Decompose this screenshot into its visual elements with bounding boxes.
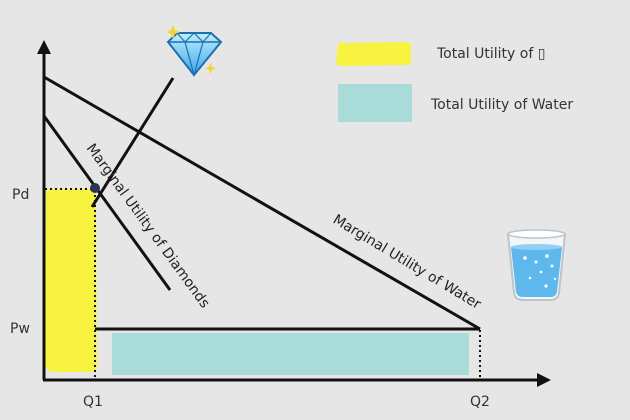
y-axis-arrowhead (37, 40, 51, 54)
pd-q1-point (90, 183, 100, 193)
mu-diamonds-label: Marginal Utility of Diamonds (83, 141, 213, 311)
mu-diamonds-line (42, 115, 172, 291)
legend-diamond-swatch (336, 42, 412, 66)
mu-water-line (43, 75, 481, 331)
q1-label: Q1 (83, 394, 103, 410)
x-axis-arrowhead (537, 373, 551, 387)
water-glass-icon (506, 229, 567, 301)
diamond-utility-area (45, 188, 97, 372)
diamond-pointer-line (90, 77, 175, 208)
legend-water-swatch (338, 84, 412, 122)
water-utility-area (112, 333, 469, 375)
legend-water-label: Total Utility of Water (430, 97, 573, 113)
q2-label: Q2 (470, 394, 490, 410)
pd-label: Pd (12, 187, 29, 203)
diamond-icon (166, 25, 223, 78)
pw-label: Pw (10, 321, 30, 337)
legend-diamond-label: Total Utility of ▯ (436, 46, 545, 62)
mu-water-label: Marginal Utility of Water (330, 212, 484, 313)
